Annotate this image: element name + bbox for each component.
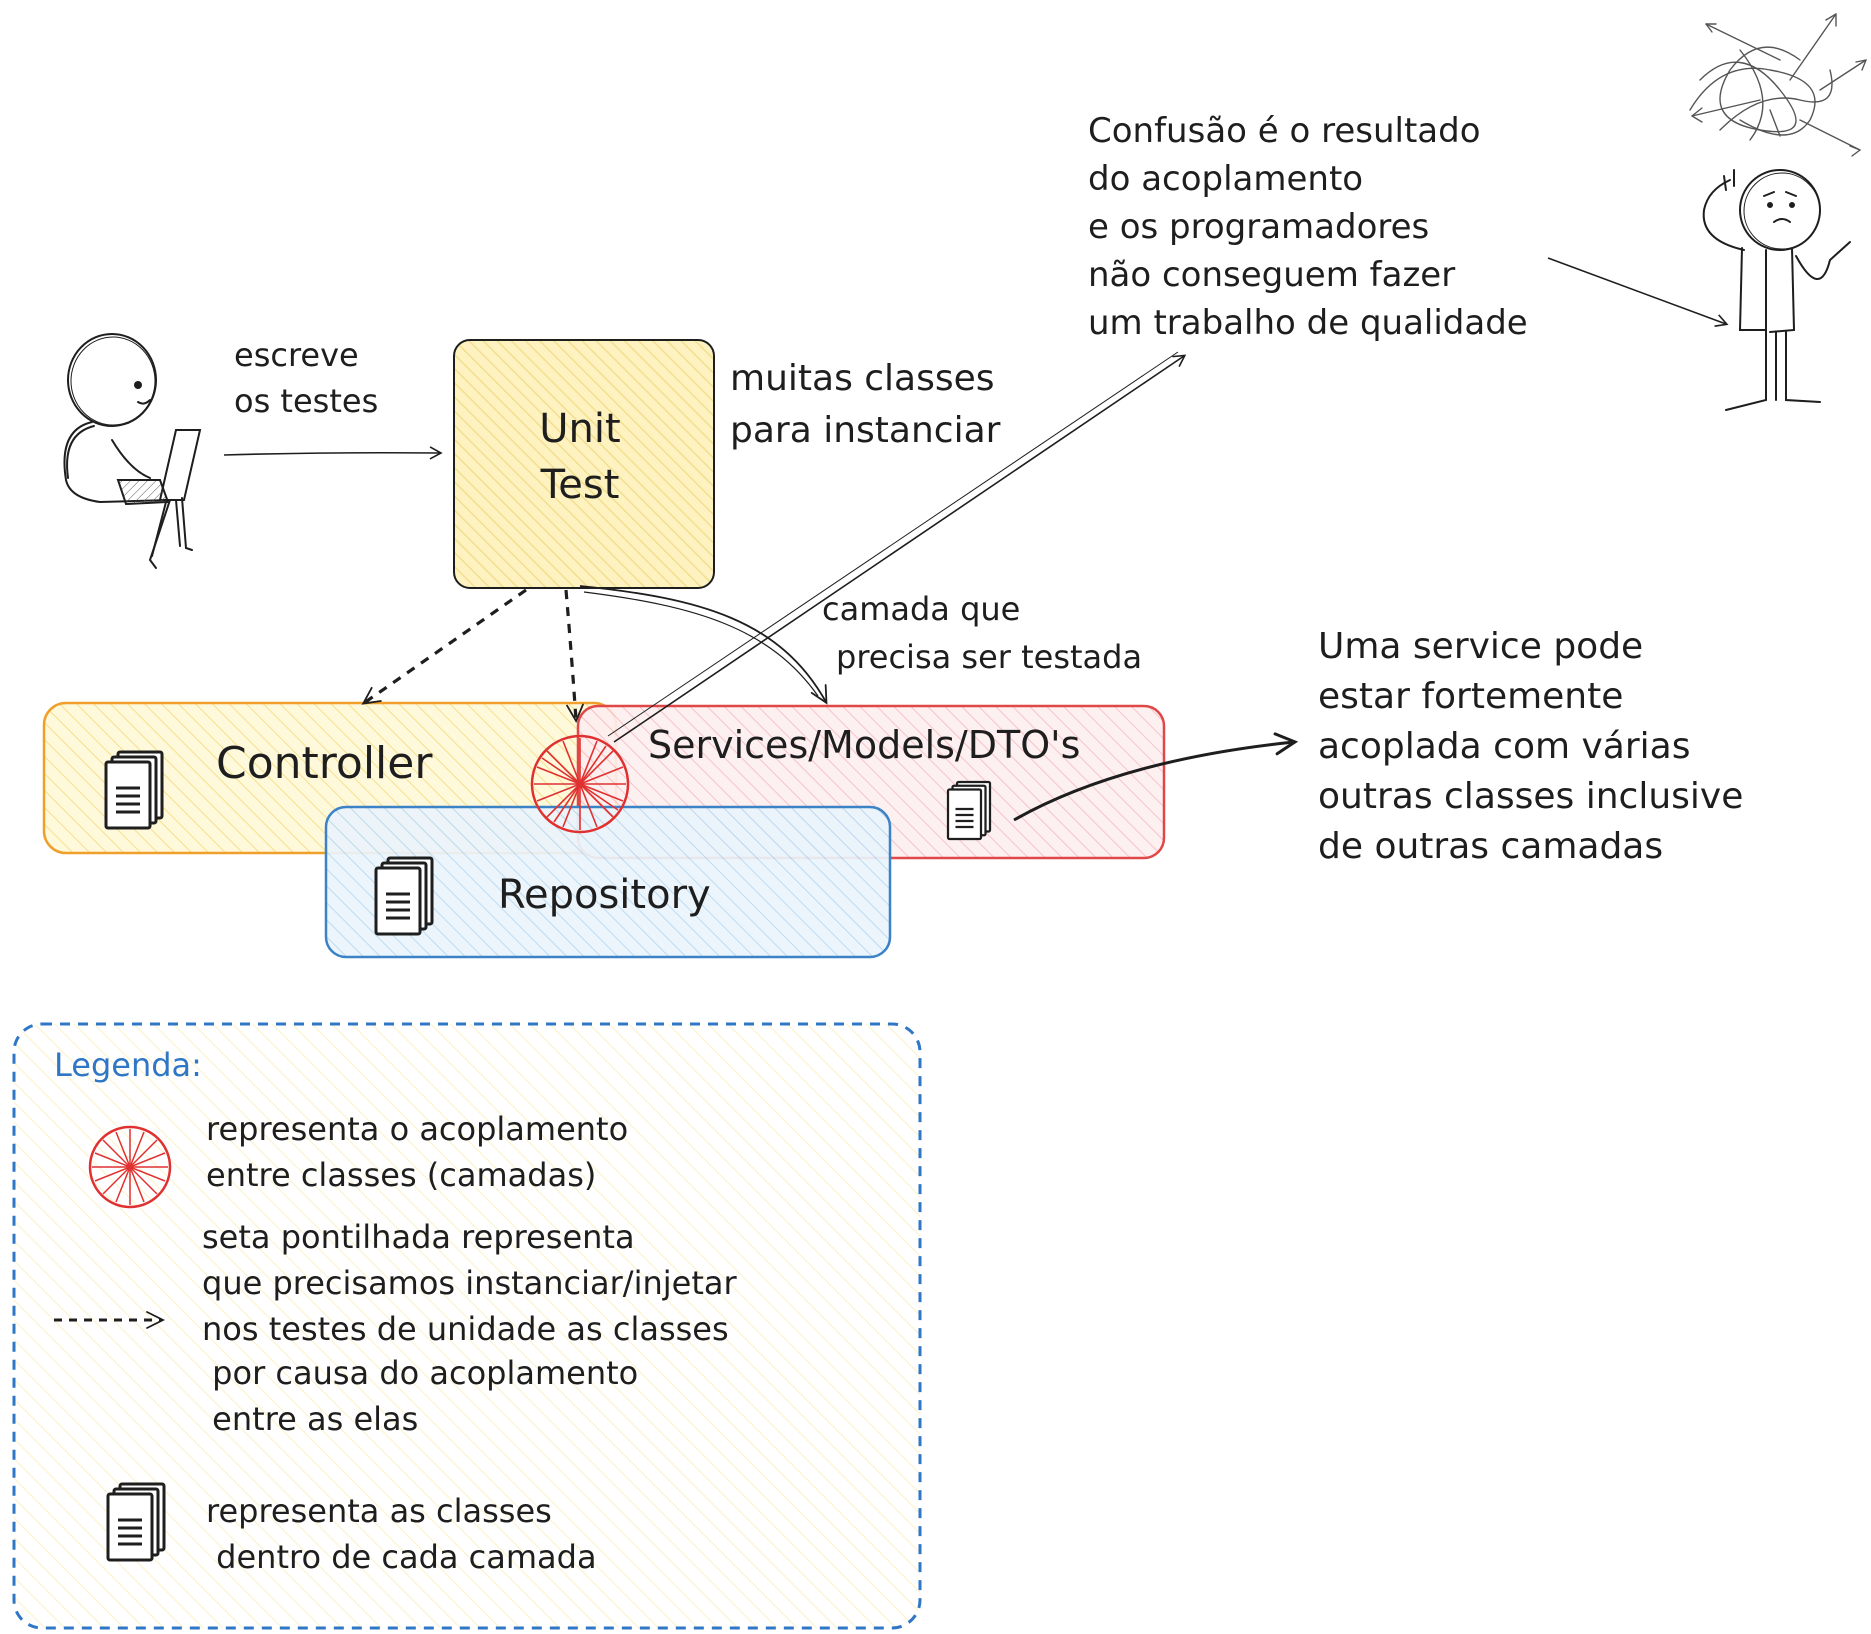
legend-coupling-icon <box>88 1125 172 1209</box>
developer-at-laptop-icon <box>63 333 202 569</box>
layer-note-line2: precisa ser testada <box>836 638 1142 676</box>
many-classes-note-line1: muitas classes <box>730 358 995 399</box>
service-line-2: acoplada com várias <box>1318 726 1690 767</box>
confusion-line-2: e os programadores <box>1088 207 1429 247</box>
confusion-line-3: não conseguem fazer <box>1088 255 1455 295</box>
repository-layer <box>324 805 892 959</box>
confusion-line-4: um trabalho de qualidade <box>1088 303 1528 343</box>
repository-classes-icon <box>374 856 434 936</box>
unit-test-line2: Test <box>540 462 620 508</box>
service-line-0: Uma service pode <box>1318 626 1643 667</box>
writes-tests-arrow <box>223 446 443 460</box>
service-to-note-arrow <box>1013 732 1299 822</box>
legend-title: Legenda: <box>54 1046 202 1084</box>
layer-note-line1: camada que <box>822 590 1020 628</box>
services-label: Services/Models/DTO's <box>648 723 1080 767</box>
dashed-arrow-to-services <box>564 589 584 724</box>
services-classes-icon <box>946 780 992 841</box>
service-line-1: estar fortemente <box>1318 676 1623 717</box>
legend-coupling-line2: entre classes (camadas) <box>206 1156 596 1194</box>
controller-classes-icon <box>104 750 164 830</box>
confusion-note: Confusão é o resultado do acoplamento e … <box>1088 111 1528 343</box>
legend-classes-line1: representa as classes <box>206 1492 552 1530</box>
tangled-arrows-icon <box>1689 13 1867 157</box>
coupling-to-confusion-arrow <box>613 354 1187 743</box>
legend-document-stack-icon <box>106 1482 166 1562</box>
controller-label: Controller <box>216 738 433 789</box>
legend-classes-line2: dentro de cada camada <box>206 1538 597 1576</box>
writes-tests-note-line1: escreve <box>234 336 359 374</box>
repository-label: Repository <box>498 872 711 918</box>
confusion-line-1: do acoplamento <box>1088 159 1363 199</box>
confusion-to-person-arrow <box>1547 257 1729 327</box>
legend-dashed-line-1: que precisamos instanciar/injetar <box>202 1264 737 1302</box>
service-line-4: de outras camadas <box>1318 826 1663 867</box>
dashed-arrow-to-controller <box>361 588 527 705</box>
test-to-services-arrow <box>579 585 828 705</box>
coupling-starburst-icon <box>530 734 630 834</box>
service-note: Uma service pode estar fortemente acopla… <box>1318 626 1743 867</box>
legend-box: Legenda: representa o acoplamento entre … <box>12 1022 922 1630</box>
legend-coupling-line1: representa o acoplamento <box>206 1110 628 1148</box>
legend-dashed-line-2: nos testes de unidade as classes <box>202 1310 729 1348</box>
unit-test-line1: Unit <box>539 406 620 452</box>
confusion-line-0: Confusão é o resultado <box>1088 111 1481 151</box>
legend-dashed-line-4: entre as elas <box>202 1400 418 1438</box>
many-classes-note-line2: para instanciar <box>730 410 1001 451</box>
legend-dashed-line-3: por causa do acoplamento <box>202 1354 638 1392</box>
service-line-3: outras classes inclusive <box>1318 776 1743 817</box>
writes-tests-note-line2: os testes <box>234 382 378 420</box>
confused-stick-figure-icon <box>1702 169 1851 411</box>
unit-test-box: Unit Test <box>453 339 715 589</box>
legend-dashed-line-0: seta pontilhada representa <box>202 1218 635 1256</box>
